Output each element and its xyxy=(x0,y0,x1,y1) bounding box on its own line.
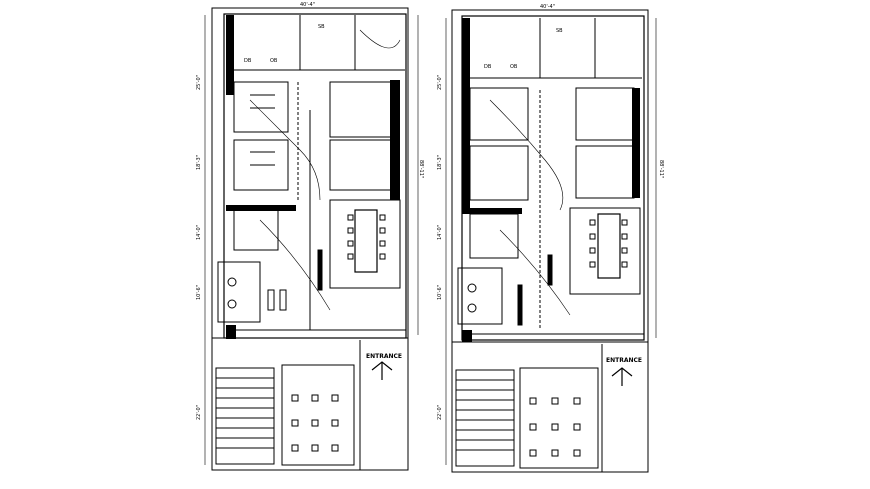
dimension-rear-right: 22'-0" xyxy=(437,405,443,420)
chairs xyxy=(347,214,386,260)
room-code: SB xyxy=(556,28,563,34)
dimension-side-b-left: 18'-3" xyxy=(196,155,202,170)
dimension-side-c-right: 14'-0" xyxy=(437,225,443,240)
office-room xyxy=(233,81,289,133)
meeting-room xyxy=(575,145,635,199)
office-room xyxy=(469,145,529,201)
office-room xyxy=(233,139,289,191)
toilet-room xyxy=(457,267,503,325)
dimension-side-a-right: 25'-0" xyxy=(437,75,443,90)
parking-area xyxy=(281,364,355,466)
conference-table xyxy=(354,209,378,273)
dimension-side-d-right: 10'-6" xyxy=(437,285,443,300)
wall-solid xyxy=(462,18,470,208)
wall-solid xyxy=(226,325,236,339)
conference-room xyxy=(329,199,401,289)
dimension-side-d-left: 10'-6" xyxy=(196,285,202,300)
dimension-overall-depth-right: 88'-11" xyxy=(658,160,664,178)
dimension-front-width-right: 40'-4" xyxy=(540,4,555,10)
dimension-side-a-left: 25'-0" xyxy=(196,75,202,90)
wall-solid xyxy=(226,205,296,211)
room-code: DB xyxy=(484,64,492,70)
dimension-side-c-left: 14'-0" xyxy=(196,225,202,240)
conference-room xyxy=(569,207,641,295)
frontage-area xyxy=(451,341,649,473)
wall-solid xyxy=(462,330,472,342)
wall-solid xyxy=(226,15,234,95)
floor-plan-right xyxy=(445,9,657,473)
meeting-room xyxy=(575,87,635,141)
light-fixtures xyxy=(291,394,339,452)
light-fixtures xyxy=(529,397,581,457)
wall-solid xyxy=(390,80,400,200)
chairs xyxy=(589,219,628,268)
service-room xyxy=(233,209,279,251)
conference-table xyxy=(597,213,621,279)
stair xyxy=(455,369,515,467)
frontage-area xyxy=(211,337,409,471)
service-room xyxy=(469,213,519,259)
building-outline xyxy=(223,13,407,339)
stair xyxy=(215,367,275,465)
dimension-front-width-left: 40'-4" xyxy=(300,2,315,8)
plan-labels: ENTRANCE ENTRANCE 88'-11" 88'-11" 40'-4"… xyxy=(196,2,664,420)
wall-solid xyxy=(462,208,522,214)
meeting-room xyxy=(329,139,393,191)
room-code: DB xyxy=(244,58,252,64)
room-code: SB xyxy=(318,24,325,30)
room-code: OB xyxy=(510,64,518,70)
toilet-room xyxy=(217,261,261,323)
wall-solid xyxy=(632,88,640,198)
plot-boundary xyxy=(451,9,649,473)
dimension-rear-left: 22'-0" xyxy=(196,405,202,420)
office-room xyxy=(469,87,529,141)
entrance-label-left: ENTRANCE xyxy=(366,353,402,360)
meeting-room xyxy=(329,81,393,138)
dimension-side-b-right: 18'-3" xyxy=(437,155,443,170)
dimension-overall-depth-left: 88'-11" xyxy=(418,160,424,178)
parking-area xyxy=(519,367,599,469)
room-code: OB xyxy=(270,58,278,64)
floor-plan-left xyxy=(204,7,419,471)
entrance-label-right: ENTRANCE xyxy=(606,357,642,364)
